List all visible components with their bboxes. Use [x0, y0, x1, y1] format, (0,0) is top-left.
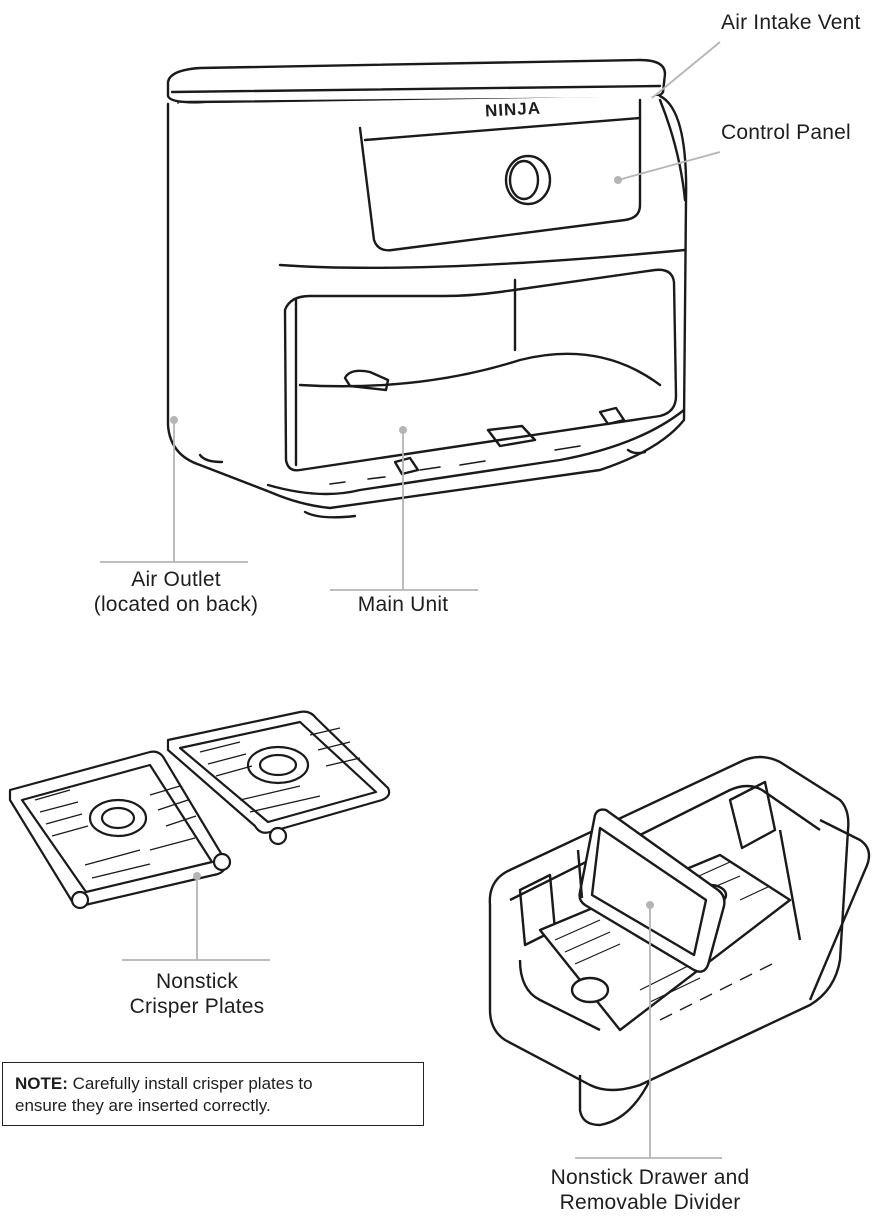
label-air-outlet: Air Outlet (located on back) — [70, 567, 282, 617]
label-main-unit: Main Unit — [357, 593, 449, 616]
label-air-outlet-line1: Air Outlet — [131, 568, 221, 591]
label-air-intake-vent: Air Intake Vent — [721, 11, 861, 34]
label-crisper-plates: Nonstick Crisper Plates — [96, 969, 298, 1019]
note-text-line1: Carefully install crisper plates to — [67, 1074, 313, 1093]
main-unit-illustration — [166, 58, 688, 519]
label-control-panel: Control Panel — [721, 121, 851, 144]
label-drawer-divider: Nonstick Drawer and Removable Divider — [512, 1165, 788, 1215]
note-text-line2: ensure they are inserted correctly. — [15, 1096, 271, 1115]
crisper-plates-illustration — [8, 710, 391, 910]
note-box: NOTE: Carefully install crisper plates t… — [2, 1062, 424, 1126]
note-line1: NOTE: Carefully install crisper plates t… — [15, 1073, 423, 1095]
leader-dots-main — [170, 176, 622, 434]
label-drawer-line2: Removable Divider — [559, 1191, 741, 1214]
label-air-outlet-line2: (located on back) — [93, 593, 259, 616]
leader-dot-crisper — [193, 872, 201, 880]
note-prefix: NOTE: — [15, 1074, 68, 1093]
leader-lines-drawer — [575, 905, 722, 1159]
label-crisper-line1: Nonstick — [155, 970, 239, 993]
leader-dot-drawer — [646, 901, 654, 909]
label-crisper-line2: Crisper Plates — [129, 995, 265, 1018]
leader-lines-crisper — [122, 876, 270, 961]
label-drawer-line1: Nonstick Drawer and — [550, 1166, 750, 1189]
leader-lines-main — [100, 41, 721, 591]
drawer-illustration — [488, 755, 871, 1127]
brand-logo: NINJA — [484, 98, 542, 121]
